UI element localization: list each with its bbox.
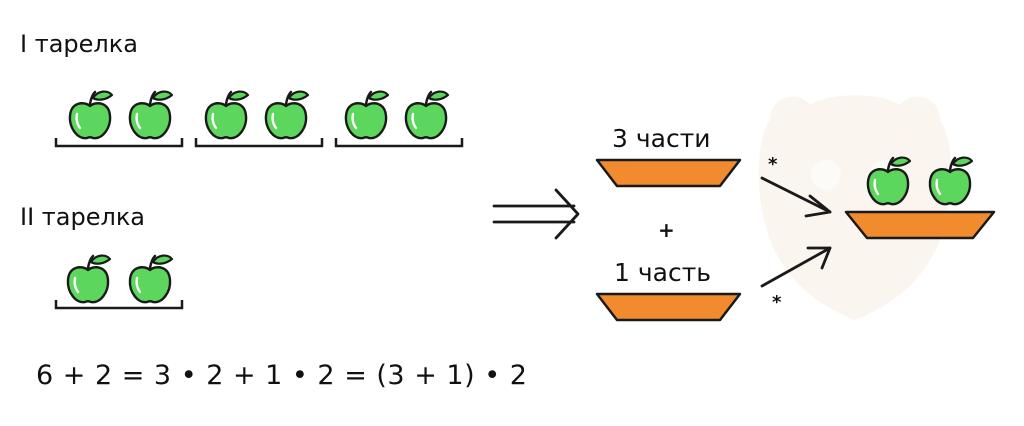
bowl-icon: [595, 292, 742, 322]
bottom-bowl-label: 1 часть: [614, 258, 711, 287]
bowl-icon: [844, 210, 996, 240]
apple-icon: [128, 90, 174, 140]
top-bowl-label: 3 части: [612, 124, 711, 153]
apple-icon: [66, 254, 112, 304]
arrow-mark-top: *: [768, 154, 778, 175]
plate1-label: I тарелка: [20, 30, 138, 58]
apple-icon: [204, 90, 250, 140]
arrow-icon: [760, 176, 832, 218]
equation: 6 + 2 = 3 • 2 + 1 • 2 = (3 + 1) • 2: [36, 360, 528, 391]
apple-icon: [264, 90, 310, 140]
plate2-apples: [66, 254, 174, 304]
bowl-icon: [595, 158, 742, 188]
bracket-icon: [194, 138, 324, 148]
plate1-brackets: [54, 138, 464, 148]
watermark-logo: [758, 95, 952, 320]
apple-icon: [128, 254, 174, 304]
plus-sign: +: [658, 218, 675, 242]
arrow-icon: [760, 246, 832, 288]
plate1-apples: [68, 90, 450, 140]
bracket-icon: [54, 138, 184, 148]
apple-icon: [344, 90, 390, 140]
double-arrow-icon: [492, 188, 580, 240]
bracket-icon: [334, 138, 464, 148]
plate2-label: II тарелка: [20, 203, 146, 231]
arrow-mark-bottom: *: [772, 292, 782, 313]
apple-icon: [404, 90, 450, 140]
bracket-icon: [54, 300, 184, 310]
apple-icon: [68, 90, 114, 140]
